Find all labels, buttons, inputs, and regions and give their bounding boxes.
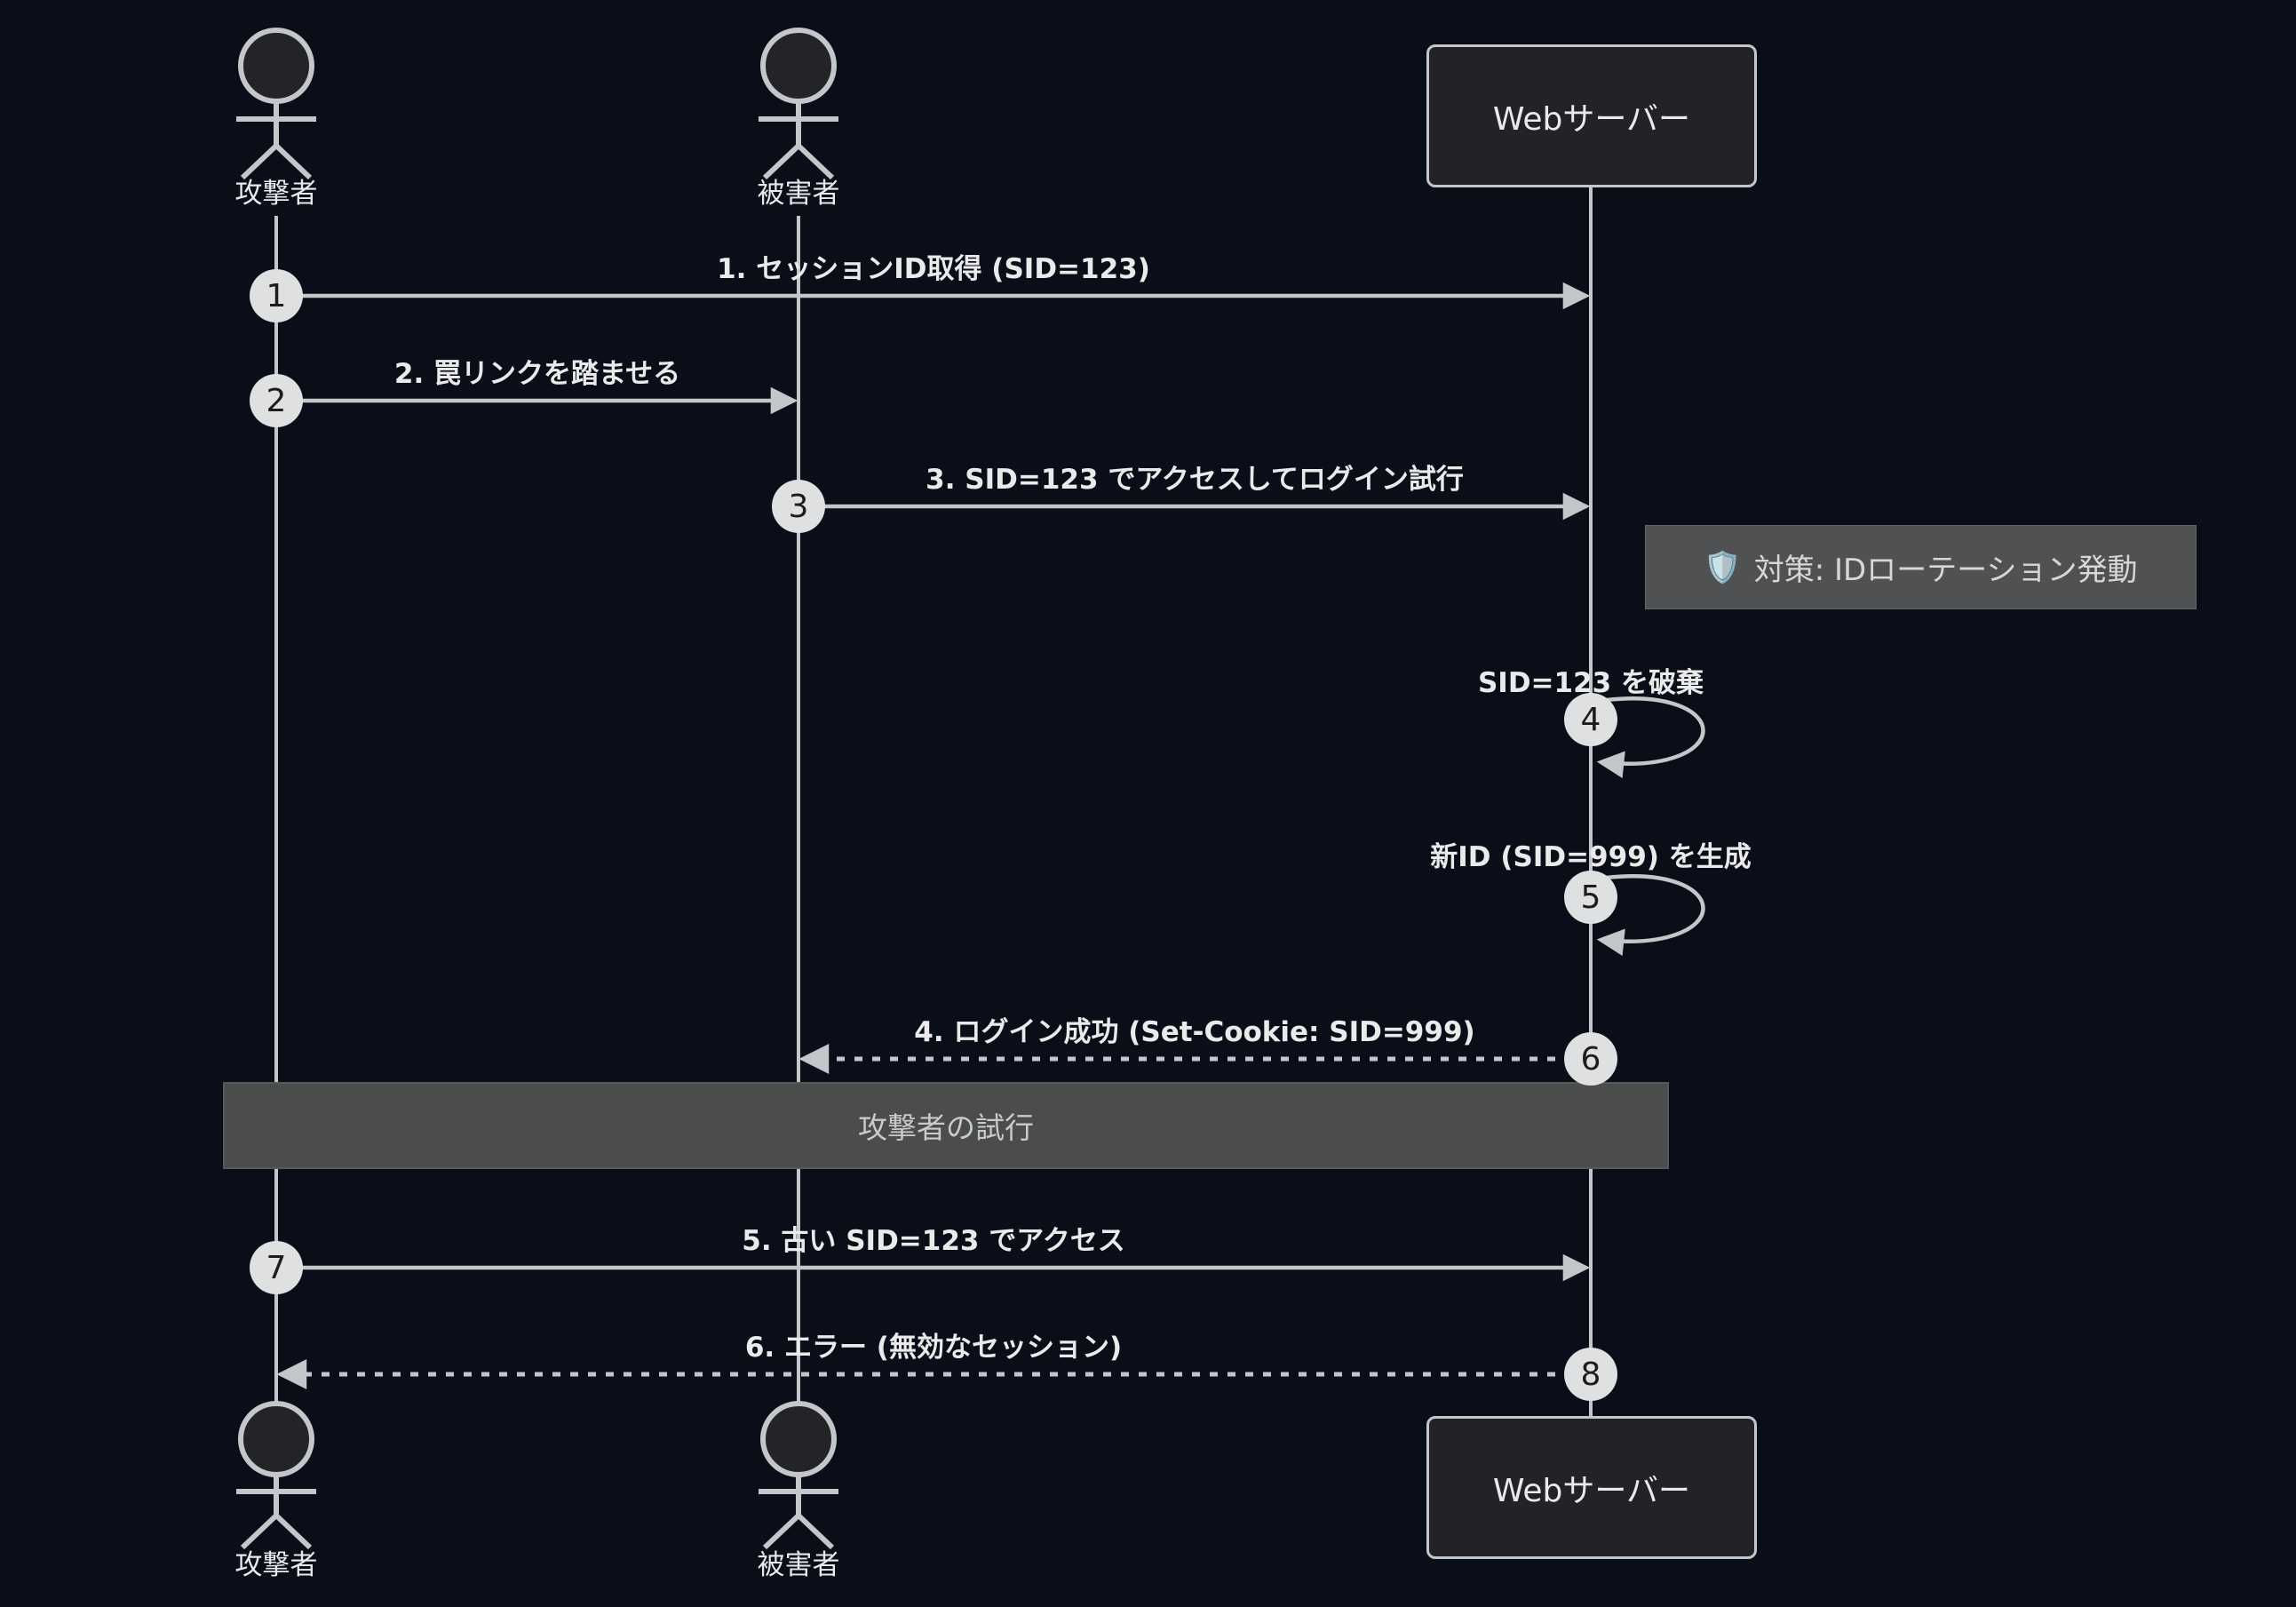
victim-label-top: 被害者 [757, 178, 840, 210]
self-message-label-generate: 新ID (SID=999) を生成 [1430, 841, 1752, 873]
server-label-top: Webサーバー [1492, 100, 1691, 138]
server-box-bottom: Webサーバー [1426, 1416, 1757, 1559]
sequence-badge-7: 7 [250, 1241, 303, 1294]
sequence-badge-2: 2 [250, 374, 303, 427]
attacker-label-bottom: 攻撃者 [234, 1549, 318, 1581]
message-label-2: 2. 罠リンクを踏ませる [393, 358, 681, 390]
victim-actor-icon-top [759, 28, 838, 180]
sequence-badge-5: 5 [1564, 871, 1617, 924]
server-label-bottom: Webサーバー [1492, 1472, 1691, 1509]
shield-icon: 🛡️ [1704, 549, 1742, 585]
sequence-badge-3: 3 [772, 480, 825, 533]
attacker-actor-icon-top [236, 28, 316, 180]
sequence-badge-4: 4 [1564, 693, 1617, 746]
message-label-1: 1. セッションID取得 (SID=123) [717, 253, 1150, 285]
victim-actor-icon-bottom [759, 1401, 838, 1550]
message-label-3: 3. SID=123 でアクセスしてログイン試行 [926, 464, 1464, 496]
self-loop-generate-sid [1596, 874, 1705, 956]
server-box-top: Webサーバー [1426, 44, 1757, 187]
note-label: 対策: IDローテーション発動 [1753, 553, 2138, 588]
countermeasure-note: 🛡️ 対策: IDローテーション発動 [1645, 525, 2197, 609]
self-loop-discard-sid [1596, 696, 1705, 778]
divider-label: 攻撃者の試行 [858, 1110, 1034, 1145]
message-label-4: 4. ログイン成功 (Set-Cookie: SID=999) [914, 1016, 1475, 1048]
attacker-label-top: 攻撃者 [234, 178, 318, 210]
sequence-badge-6: 6 [1564, 1032, 1617, 1086]
sequence-badge-1: 1 [250, 269, 303, 322]
victim-label-bottom: 被害者 [757, 1549, 840, 1581]
message-label-5: 5. 古い SID=123 でアクセス [742, 1225, 1125, 1257]
attacker-actor-icon-bottom [236, 1401, 316, 1550]
message-label-6: 6. エラー (無効なセッション) [744, 1332, 1123, 1364]
divider-band: 攻撃者の試行 [223, 1082, 1669, 1169]
sequence-badge-8: 8 [1564, 1348, 1617, 1401]
